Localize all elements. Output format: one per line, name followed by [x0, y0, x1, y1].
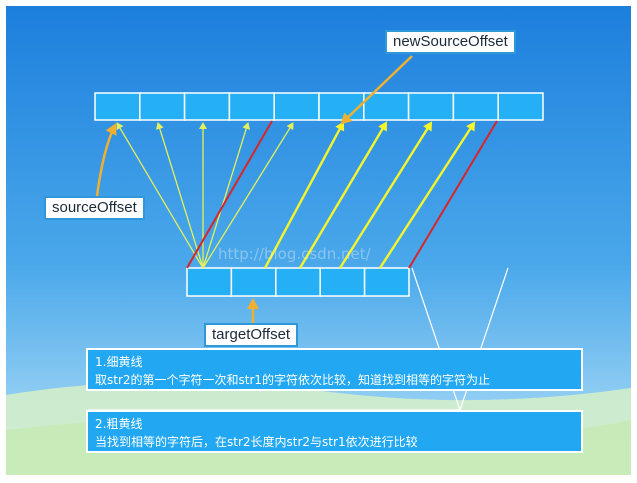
arrow-source-offset: [95, 123, 117, 197]
thick-line-4: [378, 121, 476, 269]
red-line-left: [186, 120, 273, 269]
thick-line-3: [338, 121, 433, 269]
source-cell-3: [183, 92, 231, 121]
source-cell-2: [139, 92, 186, 121]
source-cell-5: [273, 92, 320, 121]
thick-yellow-lines: [263, 121, 476, 269]
target-cell-3: [275, 267, 321, 297]
target-cell-5: [363, 267, 410, 297]
target-cell-1: [186, 267, 233, 297]
new-source-offset-label: newSourceOffset: [385, 30, 516, 54]
target-array: [186, 267, 410, 297]
note-thick-yellow: 2.粗黄线 当找到相等的字符后，在str2长度内str2与str1依次进行比较: [86, 410, 583, 453]
note-thin-yellow: 1.细黄线 取str2的第一个字符一次和str1的字符依次比较，知道找到相等的字…: [86, 348, 583, 391]
thick-line-2: [298, 121, 388, 269]
target-cell-4: [319, 267, 366, 297]
target-offset-label: targetOffset: [204, 323, 299, 347]
red-line-right: [408, 120, 498, 269]
thin-line-1: [116, 122, 204, 269]
watermark: http://blog.csdn.net/: [218, 245, 372, 263]
arrow-new-source-offset: [340, 55, 413, 125]
source-cell-8: [407, 92, 455, 121]
orange-arrows: [95, 55, 413, 326]
thick-line-1: [263, 121, 345, 269]
source-array: [94, 92, 544, 121]
thin-line-2: [155, 122, 204, 269]
source-cell-10: [497, 92, 544, 121]
thin-line-5: [202, 122, 294, 269]
note-thin-yellow-title: 1.细黄线: [95, 355, 143, 369]
thin-yellow-lines: [116, 122, 294, 269]
source-cell-6: [318, 92, 365, 121]
note-thick-yellow-body: 当找到相等的字符后，在str2长度内str2与str1依次进行比较: [95, 435, 418, 449]
red-boundary-lines: [186, 120, 498, 269]
thin-line-4: [202, 122, 251, 269]
note-thin-yellow-body: 取str2的第一个字符一次和str1的字符依次比较，知道找到相等的字符为止: [95, 373, 491, 387]
target-cell-2: [230, 267, 277, 297]
source-cell-4: [228, 92, 275, 121]
note-thick-yellow-title: 2.粗黄线: [95, 417, 143, 431]
source-cell-9: [452, 92, 499, 121]
source-offset-label: sourceOffset: [44, 196, 145, 220]
source-cell-1: [94, 92, 141, 121]
